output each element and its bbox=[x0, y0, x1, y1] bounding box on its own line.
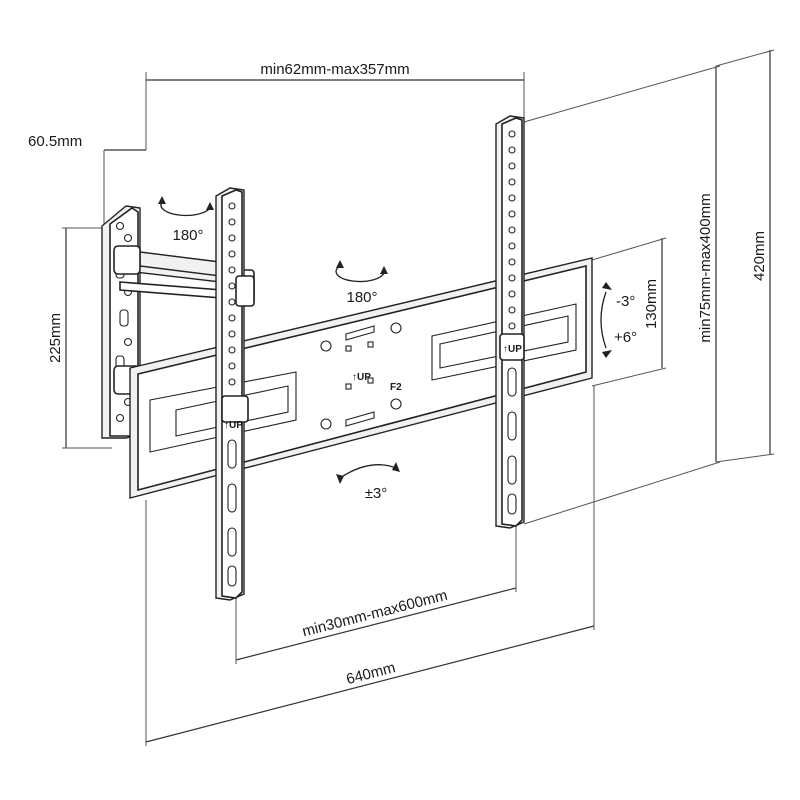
level-adjust-label: ±3° bbox=[365, 485, 388, 502]
up-mark: ↑UP bbox=[352, 372, 371, 383]
plate-holes bbox=[320, 322, 402, 430]
right-bracket-holes bbox=[507, 130, 517, 515]
dimension-lines bbox=[62, 49, 775, 746]
wall-plate-height-label: 225mm bbox=[47, 313, 64, 363]
left-bracket-mark: ↑UP bbox=[224, 420, 243, 431]
tilt-arrow bbox=[600, 282, 612, 358]
head-swivel-arrow bbox=[335, 260, 388, 283]
arm-swivel-arrow bbox=[158, 196, 214, 217]
left-vertical-bracket: ↑UP bbox=[215, 187, 255, 601]
tilt-range-height-label: 130mm bbox=[643, 279, 660, 329]
right-vertical-bracket: ↑UP bbox=[495, 115, 525, 529]
wall-offset-label: 60.5mm bbox=[28, 133, 82, 150]
main-plate: ↑UP F2 bbox=[129, 257, 593, 499]
arm-extension-label: min62mm-max357mm bbox=[260, 61, 409, 78]
level-adjust-arrow bbox=[336, 462, 400, 484]
arm-swivel-label: 180° bbox=[172, 227, 203, 244]
overall-height-label: 420mm bbox=[751, 231, 768, 281]
tilt-down-label: +6° bbox=[614, 329, 637, 346]
f2-mark: F2 bbox=[390, 382, 402, 393]
vertical-hole-spacing-label: min75mm-max400mm bbox=[697, 193, 714, 342]
tilt-up-label: -3° bbox=[616, 293, 635, 310]
right-bracket-mark: ↑UP bbox=[503, 344, 522, 355]
head-swivel-label: 180° bbox=[346, 289, 377, 306]
horizontal-hole-spacing-label: min30mm-max600mm bbox=[301, 587, 450, 641]
left-bracket-holes bbox=[227, 202, 237, 587]
